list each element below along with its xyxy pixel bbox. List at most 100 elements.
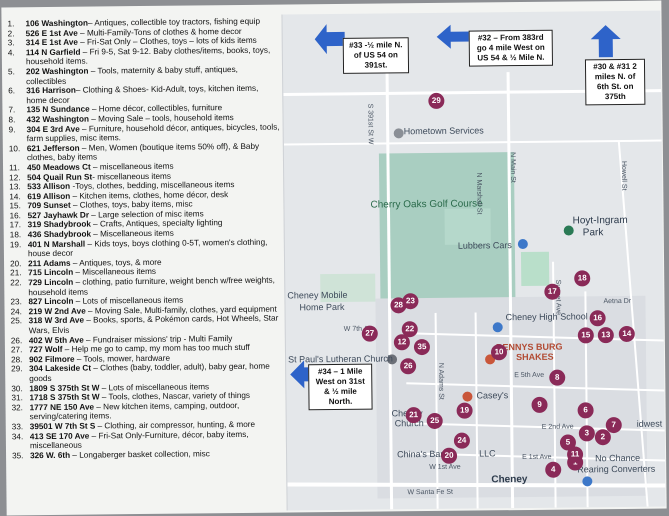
- listing-address: 504 Quail Run St: [27, 172, 93, 182]
- listing-text: 304 Lakeside Ct – Clothes (baby, toddler…: [29, 362, 283, 384]
- listing-address: 314 E 1st Ave: [25, 37, 78, 48]
- listing-description: - miscellaneous items: [92, 171, 171, 182]
- sale-pin-35[interactable]: 35: [413, 339, 431, 356]
- listing-number: 9.: [8, 124, 16, 134]
- listing-address: 319 Shadybrook: [27, 220, 91, 230]
- listing-number: 18.: [9, 230, 22, 240]
- listing-number: 23.: [10, 297, 22, 307]
- sale-pin-14[interactable]: 14: [618, 325, 635, 343]
- listing-description: – Large selection of misc items: [88, 209, 204, 220]
- listing-number: 15.: [9, 201, 21, 211]
- listing-address: 533 Allison: [27, 181, 71, 192]
- label-hoyt1: Hoyt-Ingram: [572, 214, 628, 227]
- listing-number: 21.: [10, 268, 22, 278]
- sale-pin-4[interactable]: 4: [545, 461, 562, 478]
- listing-number: 10.: [8, 143, 21, 154]
- sale-pin-10[interactable]: 10: [490, 344, 508, 361]
- callout-33: #33 -½ mile N. of US 54 on 391st.: [342, 37, 410, 74]
- listing-description: – Tools, mower, hardware: [74, 353, 171, 364]
- listing-description: – Clothes, toys, baby items, misc: [70, 199, 193, 211]
- sale-listing: 1.106 Washington– Antiques, collectible …: [7, 17, 284, 461]
- listing-address: 1809 S 375th St W: [29, 383, 100, 393]
- road-e5th: [406, 382, 665, 392]
- listing-text: 413 SE 170 Ave – Fri-Sat Only-Furniture,…: [30, 429, 284, 451]
- listing-number: 4.: [7, 48, 15, 58]
- listing-address: 527 Jayhawk Dr: [27, 210, 90, 221]
- mobile-home-area: [320, 273, 376, 303]
- listing-number: 17.: [9, 220, 22, 230]
- listing-text: 114 N Garfield – Fri 9-5, Sat 9-12. Baby…: [26, 45, 280, 67]
- label-golf: Cherry Oaks Golf Course: [370, 198, 483, 211]
- sale-pin-13[interactable]: 13: [597, 327, 614, 344]
- street-marshall: N Marshall St: [475, 172, 483, 215]
- label-caseys: Casey's: [476, 390, 509, 401]
- sale-pin-24[interactable]: 24: [453, 432, 471, 449]
- hometown-marker: [393, 128, 404, 139]
- sale-pin-17[interactable]: 17: [544, 283, 561, 300]
- arrow-32: [436, 24, 473, 49]
- road-e2nd: [406, 422, 665, 432]
- street-e5th: E 5th Ave: [514, 371, 545, 380]
- cheney-marker: [582, 476, 593, 487]
- sale-pin-29[interactable]: 29: [428, 92, 445, 110]
- listing-description: – Lots of miscellaneous items: [99, 381, 210, 393]
- sale-pin-12[interactable]: 12: [393, 334, 410, 351]
- sale-pin-15[interactable]: 15: [577, 327, 594, 344]
- listing-address: 318 W 3rd Ave: [28, 316, 85, 326]
- listing-address: 827 Lincoln: [28, 296, 74, 307]
- listing-number: 24.: [10, 307, 22, 317]
- listing-number: 31.: [11, 393, 23, 403]
- listing-address: 39501 W 7th St S: [29, 421, 96, 432]
- listing-address: 729 Lincoln: [28, 277, 74, 288]
- sale-pin-23[interactable]: 23: [402, 293, 419, 310]
- listing-address: 135 N Sundance: [26, 104, 90, 115]
- sale-pin-2[interactable]: 2: [594, 429, 611, 446]
- listing-number: 22.: [10, 278, 22, 288]
- listing-address: 432 Washington: [26, 114, 90, 125]
- listing-address: 1777 NE 150 Ave: [29, 402, 95, 412]
- sale-pin-27[interactable]: 27: [361, 325, 378, 342]
- caseys-marker: [462, 391, 473, 402]
- sale-pin-6[interactable]: 6: [577, 402, 594, 419]
- listing-text: 1777 NE 150 Ave – New kitchen items, cam…: [30, 400, 284, 422]
- road-adams: [434, 312, 439, 509]
- street-santafe: W Santa Fe St: [407, 488, 454, 497]
- listing-description: – Miscellaneous items: [90, 228, 174, 239]
- listing-number: 29.: [11, 364, 23, 374]
- road-mid: [283, 139, 662, 146]
- sale-pin-20[interactable]: 20: [440, 447, 458, 464]
- listing-description: – miscellaneous items: [90, 161, 174, 172]
- sale-pin-26[interactable]: 26: [400, 358, 417, 375]
- sale-pin-19[interactable]: 19: [456, 402, 473, 419]
- sale-pin-9[interactable]: 9: [531, 396, 548, 413]
- listing-address: 526 E 1st Ave: [25, 28, 78, 38]
- listing-address: 715 Lincoln: [28, 268, 74, 278]
- sale-pin-21[interactable]: 21: [405, 407, 422, 424]
- lubbers-marker: [517, 239, 528, 250]
- sale-pin-16[interactable]: 16: [589, 310, 606, 327]
- sale-pin-18[interactable]: 18: [574, 270, 591, 287]
- label-nochance1: No Chance: [595, 452, 641, 464]
- sale-pin-8[interactable]: 8: [549, 369, 566, 386]
- listing-address: 304 E 3rd Ave: [26, 124, 80, 134]
- listing-address: 304 Lakeside Ct: [29, 363, 92, 374]
- listing-number: 3.: [7, 38, 15, 48]
- listing-address: 413 SE 170 Ave: [29, 431, 90, 441]
- listing-description: – Lots of miscellaneous items: [73, 295, 184, 306]
- listing-text: 318 W 3rd Ave – Books, sports, & Pokémon…: [29, 314, 283, 336]
- sale-pin-3[interactable]: 3: [578, 425, 595, 442]
- listing-address: 619 Allison: [27, 191, 71, 201]
- listing-description: – Antiques, toys, & more: [70, 257, 162, 268]
- label-midwest: idwest: [636, 418, 663, 429]
- listing-text: 621 Jefferson – Men, Women (boutique ite…: [27, 141, 281, 163]
- sale-pin-11[interactable]: 11: [566, 446, 584, 463]
- street-e2nd: E 2nd Ave: [541, 423, 574, 431]
- listing-number: 12.: [9, 172, 21, 182]
- label-hoyt2: Park: [582, 227, 604, 239]
- listing-number: 20.: [9, 259, 22, 269]
- label-llc: LLC: [479, 448, 496, 459]
- street-howell: Howell St: [619, 160, 628, 191]
- listing-description: – Miscellaneous items: [73, 267, 157, 278]
- callout-32: #32 – From 383rd go 4 mile West on US 54…: [468, 29, 553, 67]
- sale-pin-25[interactable]: 25: [426, 412, 443, 430]
